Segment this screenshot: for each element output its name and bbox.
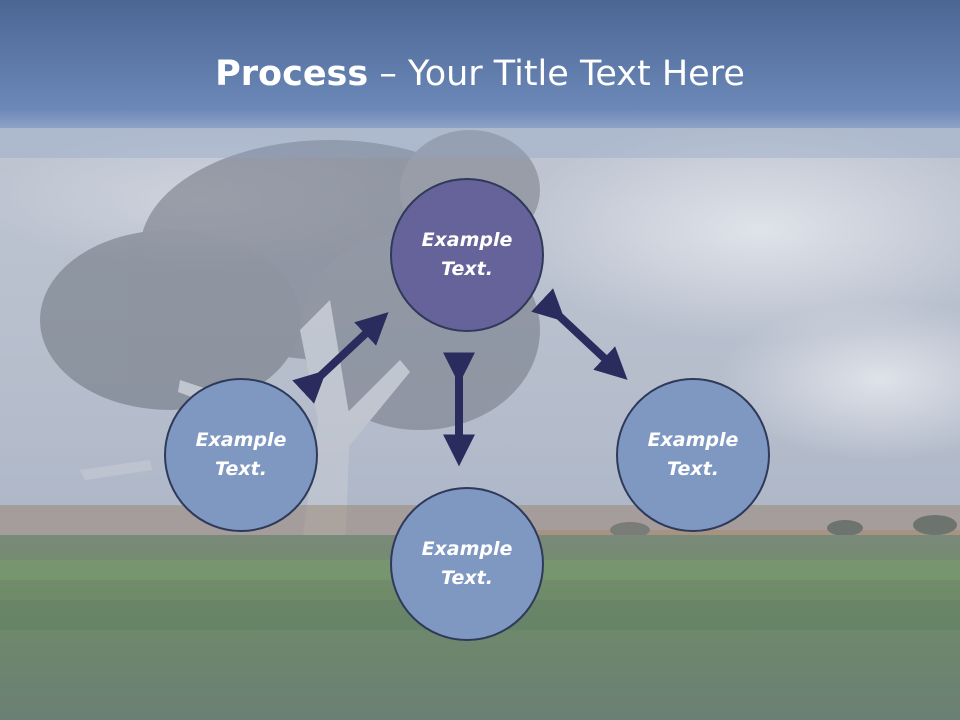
title-bold-part: Process	[215, 54, 369, 94]
double-arrow-icon	[292, 312, 389, 404]
node-bottom-text: Example Text.	[421, 538, 513, 589]
node-right[interactable]: Example Text.	[616, 378, 770, 532]
node-top[interactable]: Example Text.	[390, 178, 544, 332]
node-top-text: Example Text.	[421, 229, 513, 280]
slide-title: Process – Your Title Text Here	[0, 52, 960, 96]
node-right-text: Example Text.	[647, 429, 739, 480]
node-left[interactable]: Example Text.	[164, 378, 318, 532]
node-left-text: Example Text.	[195, 429, 287, 480]
double-arrow-icon	[531, 288, 628, 380]
node-bottom[interactable]: Example Text.	[390, 487, 544, 641]
title-rest-part: – Your Title Text Here	[368, 54, 745, 94]
